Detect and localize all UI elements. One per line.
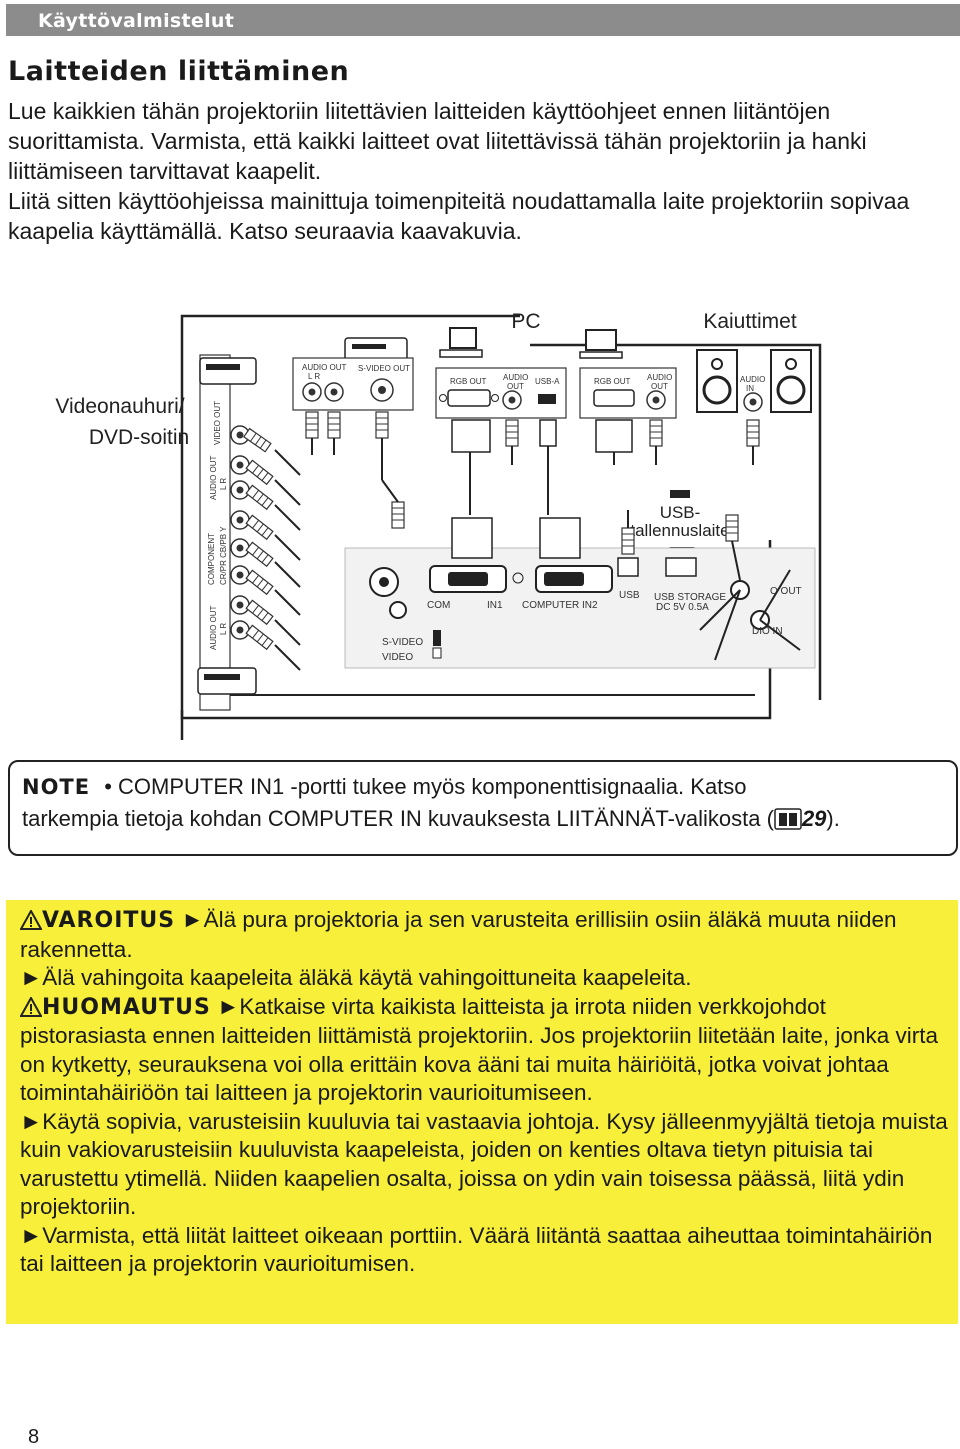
vcr-lr-label: L R (219, 478, 228, 490)
proj-svideo-label: S-VIDEO (382, 637, 423, 648)
caution-triangle-icon (20, 996, 42, 1017)
caution-paragraph-3: ►Varmista, että liität laitteet oikeaan … (20, 1222, 933, 1277)
vcr-cable-plugs (243, 428, 272, 453)
note-line-2: tarkempia tietoja kohdan COMPUTER IN kuv… (22, 806, 840, 832)
usb-storage-label-2: tallennuslaite (630, 521, 729, 540)
av-audio-out-label: AUDIO OUT (302, 363, 347, 372)
warning-body: VAROITUS ►Älä pura projektoria ja sen va… (20, 906, 950, 1279)
pc2-rgb-out-label: RGB OUT (594, 377, 631, 386)
vcr-panel (199, 354, 231, 711)
note-line-1: NOTE • COMPUTER IN1 -portti tukee myös k… (22, 774, 747, 800)
warning-box: VAROITUS ►Älä pura projektoria ja sen va… (6, 900, 958, 1324)
intro-text: Lue kaikkien tähän projektoriin liitettä… (8, 96, 953, 246)
proj-usb-storage-label: USB STORAGE (654, 592, 726, 603)
vcr-component-label: COMPONENT (207, 533, 216, 585)
caution-label: HUOMAUTUS (42, 994, 211, 1020)
note-text: • COMPUTER IN1 -portti tukee myös kompon… (104, 774, 747, 799)
pc1-rgb-out-label: RGB OUT (450, 377, 487, 386)
intro-paragraph: Lue kaikkien tähän projektoriin liitettä… (8, 98, 867, 184)
section-header-bar: Käyttövalmistelut (6, 4, 960, 36)
proj-computer-in1-label-2: IN1 (487, 600, 503, 611)
vcr-component-sub-label: CR/PR CB/PB Y (219, 526, 228, 585)
pc2-audio-out-label-2: OUT (651, 382, 668, 391)
warning-label: VAROITUS (42, 908, 176, 933)
pc2-audio-out-label: AUDIO (647, 373, 672, 382)
note-text-end: ). (826, 806, 840, 831)
proj-audio-out-label: O OUT (770, 586, 802, 597)
caution-paragraph-2: ►Käytä sopivia, varusteisiin kuuluvia ta… (20, 1108, 948, 1220)
pc2-laptop-icon (585, 329, 617, 351)
vcr-jacks (230, 425, 250, 640)
vcr-lr2-label: L R (219, 623, 228, 635)
pc1-usb-a-label: USB-A (535, 377, 560, 386)
section-title: Käyttövalmistelut (38, 10, 235, 32)
note-text-2: tarkempia tietoja kohdan COMPUTER IN kuv… (22, 806, 774, 831)
proj-video-label: VIDEO (382, 652, 413, 663)
note-page-ref: 29 (801, 806, 827, 831)
dvd-device-icon (197, 667, 257, 695)
proj-usb-label: USB (619, 590, 640, 601)
vcr-video-out-label: VIDEO OUT (213, 401, 222, 445)
av-lr-label: L R (308, 372, 320, 381)
proj-computer-in2-label: COMPUTER IN2 (522, 600, 598, 611)
video-device-label: Videonauhuri/ (55, 395, 184, 418)
vcr-audio-out2-label: AUDIO OUT (209, 605, 218, 650)
warning-paragraph-2: ►Älä vahingoita kaapeleita äläkä käytä v… (20, 965, 692, 990)
vcr-audio-out-label: AUDIO OUT (209, 455, 218, 500)
page-number: 8 (28, 1426, 40, 1448)
note-label: NOTE (22, 775, 91, 799)
page-heading: Laitteiden liittäminen (8, 56, 350, 87)
note-box: NOTE • COMPUTER IN1 -portti tukee myös k… (8, 760, 958, 856)
warning-text: ►Älä pura projektoria ja sen varusteita … (20, 907, 897, 962)
speaker-audio-in-label: AUDIO (740, 375, 765, 384)
video-device-label-2: DVD-soitin (89, 426, 189, 449)
intro-paragraph: Liitä sitten käyttöohjeissa mainittuja t… (8, 188, 910, 244)
connection-diagram: PC Kaiuttimet Videonauhuri/ DVD-soitin V… (55, 310, 822, 740)
usb-storage-label: USB- (660, 503, 701, 522)
caution-paragraph: HUOMAUTUS ►Katkaise virta kaikista laitt… (20, 993, 950, 1108)
pc-label: PC (511, 310, 540, 333)
warning-paragraph: VAROITUS ►Älä pura projektoria ja sen va… (20, 906, 950, 964)
speakers-label: Kaiuttimet (703, 310, 797, 333)
speaker-audio-in-label-2: IN (746, 384, 754, 393)
av-svideo-out-label: S-VIDEO OUT (358, 364, 410, 373)
proj-computer-in1-label: COM (427, 600, 450, 611)
warning-triangle-icon (20, 910, 42, 930)
proj-usb-rating-label: DC 5V 0.5A (656, 602, 709, 613)
pc1-audio-out-label: AUDIO (503, 373, 528, 382)
proj-audio-in-label: DIO IN (752, 626, 783, 637)
pc1-audio-out-label-2: OUT (507, 382, 524, 391)
pc1-monitor-icon (449, 327, 477, 349)
caution-text: ►Katkaise virta kaikista laitteista ja i… (20, 993, 938, 1106)
book-icon (774, 808, 802, 830)
vcr-device-icon (199, 357, 257, 385)
